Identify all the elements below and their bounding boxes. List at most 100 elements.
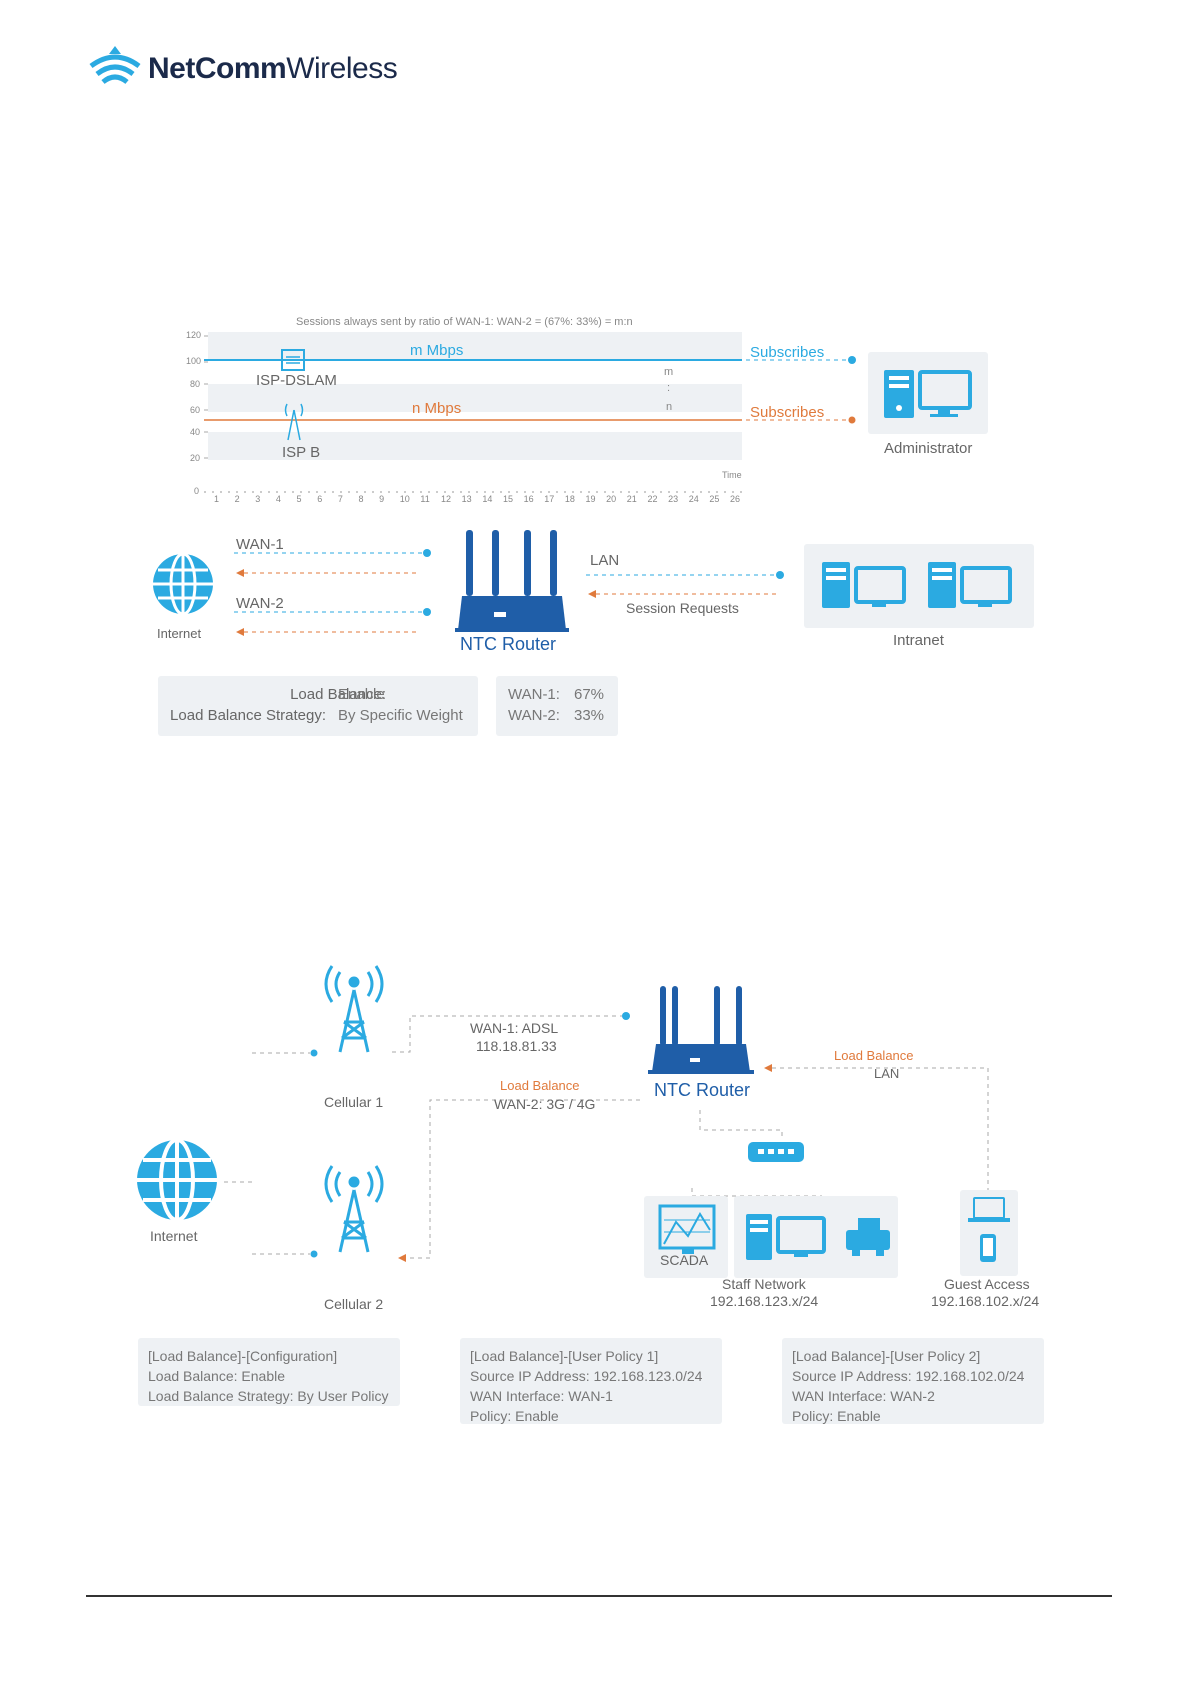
panel2-line: Policy: Enable (470, 1408, 559, 1424)
staff-computer-icon (746, 1214, 826, 1260)
y-tick: 80 (190, 379, 201, 389)
brand-name-light: Wireless (286, 52, 398, 85)
x-tick: 16 (523, 494, 534, 504)
laptop-icon (968, 1197, 1010, 1222)
wan2-label: WAN-2 (236, 595, 284, 612)
brand-logo: NetCommWireless (88, 44, 428, 94)
staff-ip-label: 192.168.123.x/24 (710, 1293, 819, 1309)
ntc-router-icon (455, 530, 569, 632)
x-tick: 23 (668, 494, 679, 504)
load-balance-right-label: Load Balance (834, 1048, 914, 1063)
wan1-weight-key: WAN-1: (508, 686, 560, 703)
administrator-computer-icon (884, 370, 972, 418)
load-balance-config-panel: [Load Balance]-[Configuration] Load Bala… (138, 1338, 400, 1406)
user-policy-2-panel: [Load Balance]-[User Policy 2] Source IP… (782, 1338, 1044, 1424)
ratio-n: n (666, 401, 673, 413)
y-tick: 60 (190, 405, 201, 415)
scada-label: SCADA (660, 1252, 709, 1268)
guest-ip-label: 192.168.102.x/24 (931, 1293, 1040, 1309)
panel3-line: [Load Balance]-[User Policy 2] (792, 1348, 981, 1364)
administrator-label: Administrator (884, 440, 973, 457)
session-requests-label: Session Requests (626, 600, 739, 616)
brand-name-bold: NetComm (148, 52, 287, 85)
y-tick: 40 (190, 427, 201, 437)
x-tick: 18 (564, 494, 575, 504)
subscribes-n-label: Subscribes (750, 404, 825, 421)
cellular-1-label: Cellular 1 (324, 1094, 384, 1110)
panel1-line: [Load Balance]-[Configuration] (148, 1348, 338, 1364)
ratio-m: m (664, 366, 674, 378)
x-tick: 5 (296, 494, 302, 504)
load-balance-value: Enable (338, 686, 385, 703)
time-axis-label: Time (722, 470, 742, 480)
intranet-label: Intranet (893, 632, 944, 649)
band-n-label: n Mbps (412, 400, 462, 417)
staff-network-label: Staff Network (722, 1276, 806, 1292)
panel2-line: Source IP Address: 192.168.123.0/24 (470, 1368, 703, 1384)
y-tick: 20 (190, 453, 201, 463)
wan2-weight-key: WAN-2: (508, 707, 560, 724)
printer-icon (846, 1218, 890, 1256)
x-tick: 11 (420, 494, 430, 504)
strategy-key: Load Balance Strategy: (170, 707, 326, 724)
x-tick: 26 (730, 494, 741, 504)
diagram1-caption: Sessions always sent by ratio of WAN-1: … (296, 316, 633, 328)
wan2-3g4g-label: WAN-2: 3G / 4G (494, 1096, 596, 1112)
panel1-line: Load Balance: Enable (148, 1368, 285, 1384)
panel1-line: Load Balance Strategy: By User Policy (148, 1388, 389, 1404)
panel2-line: [Load Balance]-[User Policy 1] (470, 1348, 659, 1364)
cellular-2-tower-icon (324, 1165, 384, 1253)
network-switch-icon (748, 1142, 804, 1162)
lan-label: LAN (590, 552, 620, 569)
diagram2-graphics (137, 965, 1018, 1278)
x-tick: 2 (234, 494, 240, 504)
wan1-ip-label: 118.18.81.33 (476, 1038, 557, 1054)
internet-label: Internet (157, 626, 202, 641)
dslam-icon (281, 349, 305, 371)
internet-globe-icon-2 (137, 1138, 217, 1222)
x-tick: 3 (255, 494, 261, 504)
x-tick: 22 (647, 494, 658, 504)
x-tick: 7 (337, 494, 343, 504)
wan1-weight-value: 67% (574, 686, 605, 703)
internet-globe-icon (153, 552, 213, 616)
x-tick: 8 (358, 494, 364, 504)
ratio-colon: : (667, 382, 671, 394)
wan2-weight-value: 33% (574, 707, 605, 724)
y-tick: 0 (194, 486, 200, 496)
lan-label-2: LAN (874, 1066, 900, 1081)
x-tick: 4 (275, 494, 281, 504)
footer-divider (86, 1595, 1112, 1597)
x-tick: 10 (399, 494, 410, 504)
load-balance-left-label: Load Balance (500, 1078, 580, 1093)
x-tick: 15 (502, 494, 513, 504)
panel3-line: WAN Interface: WAN-2 (792, 1388, 935, 1404)
diagram-weighted-load-balance: Sessions always sent by ratio of WAN-1: … (0, 300, 1191, 740)
panel3-line: Source IP Address: 192.168.102.0/24 (792, 1368, 1025, 1384)
x-tick: 1 (214, 494, 220, 504)
load-balance-settings-panel: Load Balance: Enable Load Balance Strate… (158, 676, 478, 736)
x-tick: 9 (379, 494, 385, 504)
ntc-router-icon-2 (648, 986, 754, 1074)
router-label: NTC Router (460, 634, 557, 654)
x-tick: 21 (626, 494, 637, 504)
wan-weight-panel: WAN-1: 67% WAN-2: 33% (496, 676, 618, 736)
x-tick: 13 (461, 494, 472, 504)
x-tick: 25 (709, 494, 720, 504)
x-tick: 17 (544, 494, 555, 504)
y-tick: 100 (186, 356, 202, 366)
intranet-computer-icon (822, 562, 906, 608)
load-balance-key: Load Balance: (290, 686, 386, 703)
user-policy-1-panel: [Load Balance]-[User Policy 1] Source IP… (460, 1338, 722, 1424)
x-tick: 20 (606, 494, 617, 504)
scada-monitor-icon (658, 1204, 716, 1254)
x-tick: 6 (317, 494, 323, 504)
band-m-label: m Mbps (410, 342, 464, 359)
router-label-2: NTC Router (654, 1080, 751, 1100)
diagram-policy-load-balance: WAN-1: ADSL 118.18.81.33 Load Balance WA… (0, 960, 1191, 1430)
panel3-line: Policy: Enable (792, 1408, 881, 1424)
cellular-1-tower-icon (324, 965, 384, 1053)
x-tick: 19 (585, 494, 596, 504)
subscribes-m-label: Subscribes (750, 344, 825, 361)
diagram1-graphics (153, 332, 1034, 636)
